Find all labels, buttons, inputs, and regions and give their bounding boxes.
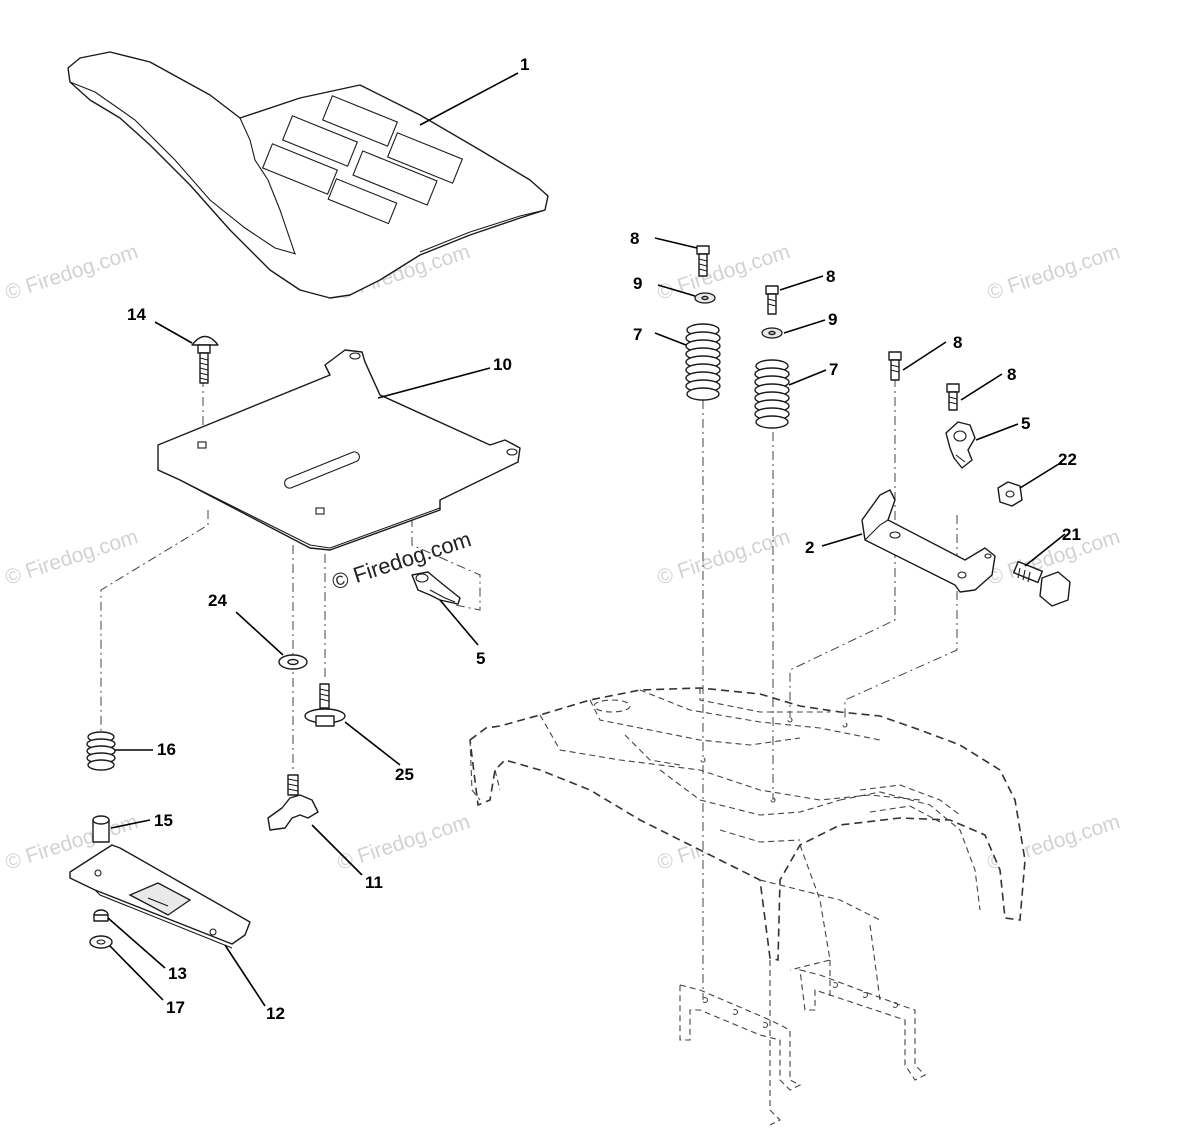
seat-clip-left-part	[411, 571, 461, 605]
lock-washer-a-part	[694, 292, 716, 304]
seat-bracket-part	[861, 489, 996, 593]
leader-lines	[107, 72, 1066, 1007]
callout-10: 10	[493, 355, 512, 374]
tractor-fender-outline	[469, 687, 1026, 1126]
watermark-text: © Firedog.com	[2, 240, 140, 305]
callout-1: 1	[520, 55, 529, 74]
nut-part	[93, 909, 109, 922]
callout-24: 24	[208, 591, 227, 610]
callout-2: 2	[805, 538, 814, 557]
watermark-text: © Firedog.com	[984, 240, 1122, 305]
hex-bolt-c-part	[888, 351, 902, 381]
watermark-text: © Firedog.com	[654, 525, 792, 590]
compression-spring-part	[86, 731, 116, 771]
callout-14: 14	[127, 305, 146, 324]
callout-11: 11	[365, 873, 383, 892]
callout-21: 21	[1062, 525, 1081, 544]
callout-15: 15	[154, 811, 173, 830]
seat-spring-a-part	[685, 323, 721, 401]
hex-nut-part	[997, 481, 1023, 507]
hex-bolt-b-part	[765, 285, 779, 315]
shoulder-bolt-part	[304, 683, 346, 727]
watermark-text: © Firedog.com	[334, 810, 472, 875]
callout-7-b: 7	[829, 360, 838, 379]
callout-16: 16	[157, 740, 176, 759]
flat-washer-part	[278, 654, 308, 670]
seat-spring-b-part	[754, 359, 790, 429]
callout-8-a: 8	[630, 229, 639, 248]
callout-5-right: 5	[1021, 414, 1030, 433]
callout-5-left: 5	[476, 649, 485, 668]
seat-clip-right-part	[945, 421, 976, 469]
callout-8-d: 8	[1007, 365, 1016, 384]
callout-17: 17	[166, 998, 185, 1017]
spacer-part	[92, 815, 110, 843]
callout-9-b: 9	[828, 310, 837, 329]
seat-part	[67, 51, 549, 299]
carriage-bolt-part	[191, 335, 219, 384]
watermark-text: © Firedog.com	[2, 525, 140, 590]
callout-8-c: 8	[953, 333, 962, 352]
seat-knob-part	[267, 774, 319, 831]
hex-bolt-d-part	[946, 383, 960, 411]
hex-bolt-a-part	[696, 245, 710, 277]
callout-labels: 1 14 10 5 24 25 16 15 11 13 17 12 8 9 7 …	[127, 55, 1081, 1023]
seat-pan-part	[157, 349, 521, 551]
seat-plate-part	[69, 844, 251, 949]
shoulder-bolt-right-part	[1012, 560, 1071, 607]
callout-8-b: 8	[826, 267, 835, 286]
callout-9-a: 9	[633, 274, 642, 293]
callout-12: 12	[266, 1004, 285, 1023]
lock-washer-b-part	[761, 327, 783, 339]
callout-7-a: 7	[633, 325, 642, 344]
callout-25: 25	[395, 765, 414, 784]
callout-22: 22	[1058, 450, 1077, 469]
flange-nut-part	[89, 935, 113, 949]
callout-13: 13	[168, 964, 187, 983]
